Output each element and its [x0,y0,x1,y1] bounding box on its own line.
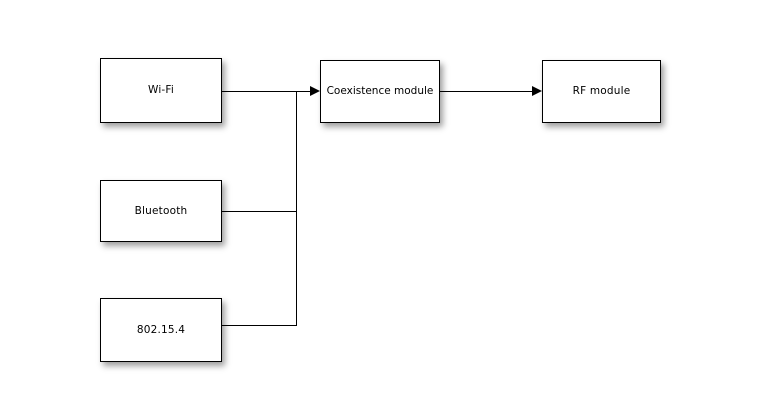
block-bluetooth[interactable]: Bluetooth [100,180,222,242]
block-wifi[interactable]: Wi-Fi [100,58,222,123]
block-rf-module-label: RF module [572,85,631,98]
connector-vertical-bus [296,91,297,326]
connector-bluetooth-to-bus [222,211,297,212]
block-802154-label: 802.15.4 [136,323,186,336]
block-rf-module[interactable]: RF module [542,60,661,123]
block-802154[interactable]: 802.15.4 [100,298,222,362]
block-coexistence-module[interactable]: Coexistence module [320,60,440,123]
arrowhead-into-coexistence-module [310,86,320,96]
connector-coexistence-to-rf [440,91,533,92]
block-coexistence-module-label: Coexistence module [326,85,434,98]
connector-802154-to-bus [222,325,297,326]
arrowhead-into-rf-module [532,86,542,96]
block-bluetooth-label: Bluetooth [134,204,188,217]
block-wifi-label: Wi-Fi [147,84,175,97]
connector-wifi-to-bus [222,91,311,92]
